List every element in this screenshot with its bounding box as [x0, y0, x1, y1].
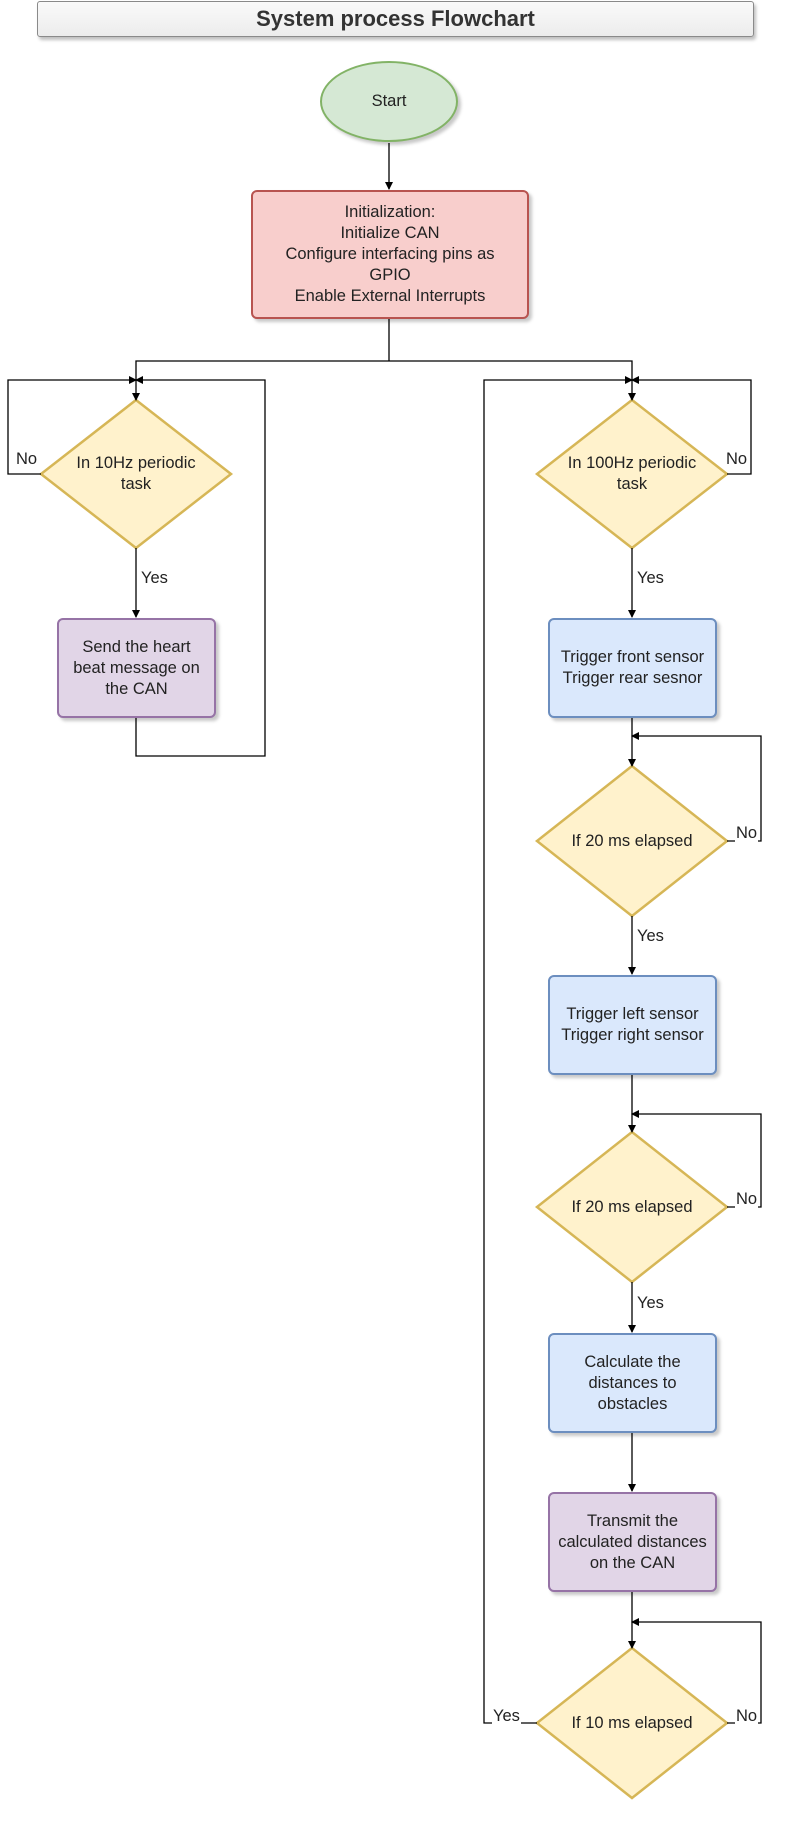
label-20ms-2-no: No	[735, 1189, 759, 1209]
label-10ms-no: No	[735, 1706, 759, 1726]
transmit-distances-box: Transmit the calculated distances on the…	[548, 1492, 717, 1592]
trigger-front-rear-box: Trigger front sensor Trigger rear sesnor	[548, 618, 717, 718]
decision-shapes	[38, 398, 730, 1800]
label-10hz-no: No	[15, 449, 39, 469]
decision-20ms-1-text: If 20 ms elapsed	[571, 831, 693, 850]
decision-10hz-text: In 10Hz periodic task	[76, 454, 196, 493]
label-10ms-yes: Yes	[492, 1706, 521, 1726]
link-100hz-no-loop	[631, 376, 752, 475]
initialization-box: Initialization: Initialize CAN Configure…	[251, 190, 529, 319]
label-20ms-1-no: No	[735, 823, 759, 843]
chart-title: System process Flowchart	[37, 1, 754, 37]
decision-20ms-2-text: If 20 ms elapsed	[571, 1197, 693, 1216]
calculate-distances-box: Calculate the distances to obstacles	[548, 1333, 717, 1433]
label-100hz-yes: Yes	[636, 568, 665, 588]
label-100hz-no: No	[725, 449, 749, 469]
link-split-right	[389, 360, 636, 401]
link-heartbeat-return	[135, 376, 266, 757]
heartbeat-box: Send the heart beat message on the CAN	[57, 618, 216, 718]
decision-10ms-text: If 10 ms elapsed	[571, 1713, 693, 1732]
link-split-left	[132, 360, 389, 401]
trigger-left-right-box: Trigger left sensor Trigger right sensor	[548, 975, 717, 1075]
label-20ms-1-yes: Yes	[636, 926, 665, 946]
link-10hz-no-loop	[7, 376, 137, 475]
decision-10ms-shape	[534, 1646, 730, 1800]
start-node: Start	[320, 61, 458, 142]
label-10hz-yes: Yes	[140, 568, 169, 588]
decision-100hz-text: In 100Hz periodic task	[567, 454, 697, 493]
label-20ms-2-yes: Yes	[636, 1293, 665, 1313]
